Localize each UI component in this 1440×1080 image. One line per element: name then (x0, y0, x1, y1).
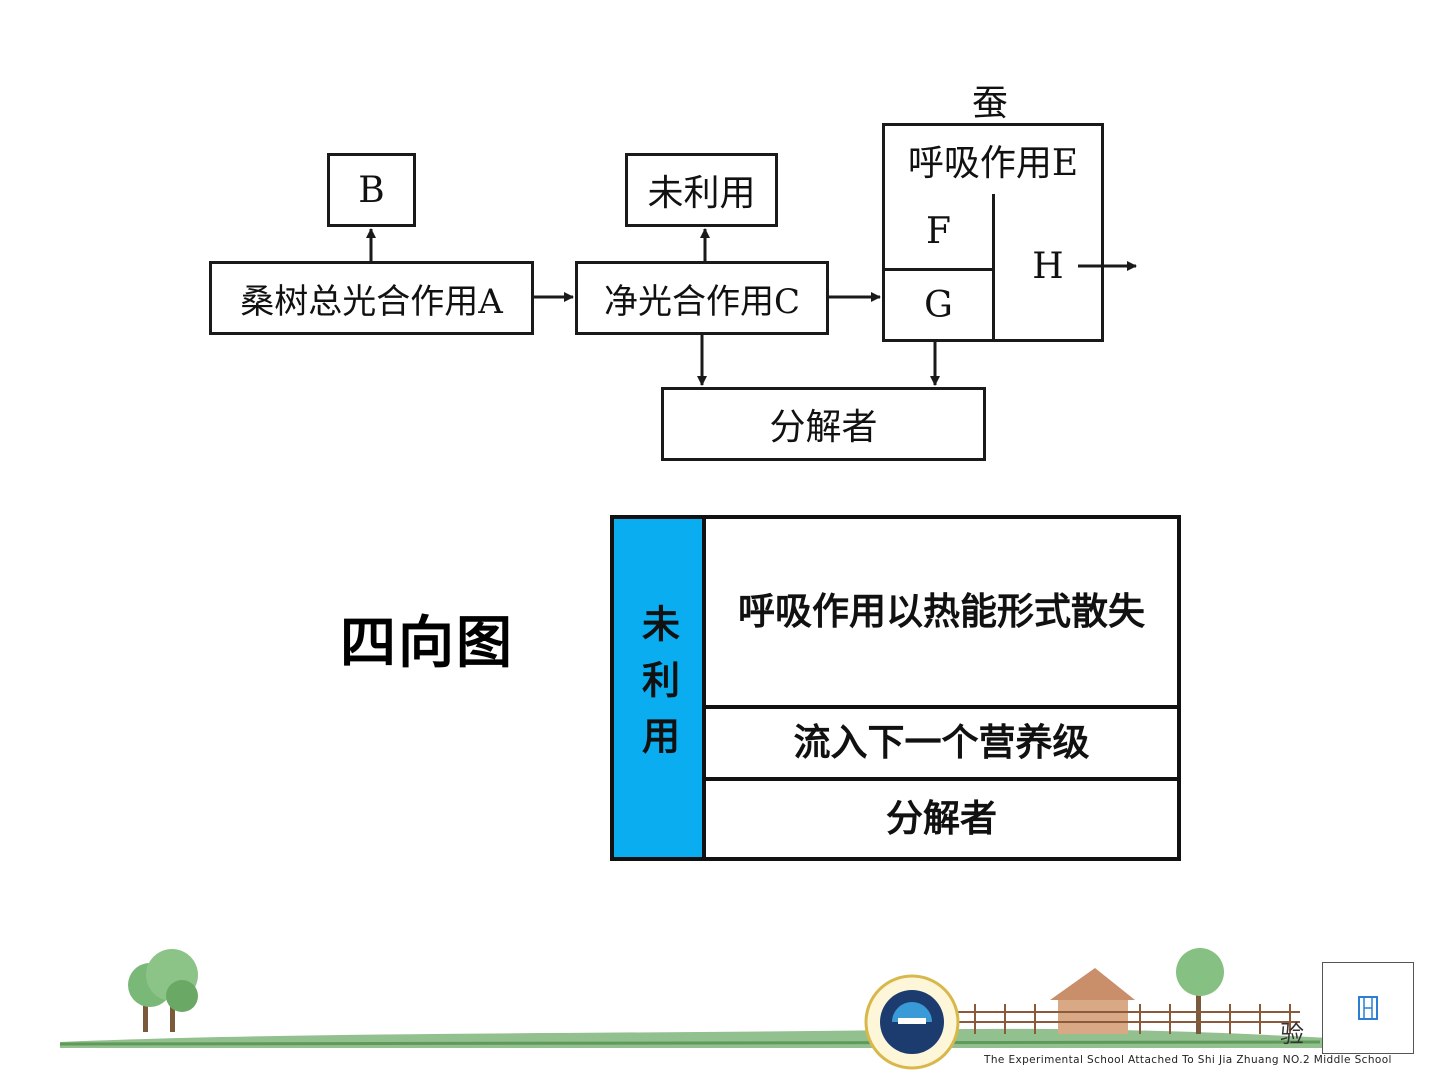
four-direction-table: 未利用 呼吸作用以热能形式散失 流入下一个营养级 分解者 (610, 515, 1181, 861)
box-decomposer: 分解者 (661, 387, 986, 461)
tree-icon (128, 949, 198, 1032)
footer-landscape (59, 948, 1330, 1070)
silkworm-label: 蚕 (972, 83, 1009, 124)
box-net-photosynthesis-c: 净光合作用C (575, 261, 829, 335)
box-g: G (882, 268, 995, 342)
school-emblem-icon (864, 974, 960, 1070)
film-icon (1358, 996, 1378, 1020)
media-button[interactable] (1322, 962, 1414, 1054)
box-b: B (327, 153, 416, 227)
heading-four-direction: 四向图 (340, 611, 514, 676)
table-row-next-level: 流入下一个营养级 (706, 709, 1177, 781)
box-unused: 未利用 (625, 153, 778, 227)
house-icon (1050, 968, 1135, 1034)
school-name-fragment: 验 (1280, 1020, 1304, 1048)
table-side-unused: 未利用 (614, 519, 706, 857)
box-respiration-e: 呼吸作用E (882, 123, 1104, 197)
flow-arrows (366, 228, 1137, 386)
table-row-decomposer: 分解者 (886, 797, 997, 840)
school-name-english: The Experimental School Attached To Shi … (984, 1054, 1392, 1066)
table-row-respiration: 呼吸作用以热能形式散失 (706, 519, 1177, 709)
box-total-photosynthesis-a: 桑树总光合作用A (209, 261, 534, 335)
box-h: H (992, 194, 1104, 342)
